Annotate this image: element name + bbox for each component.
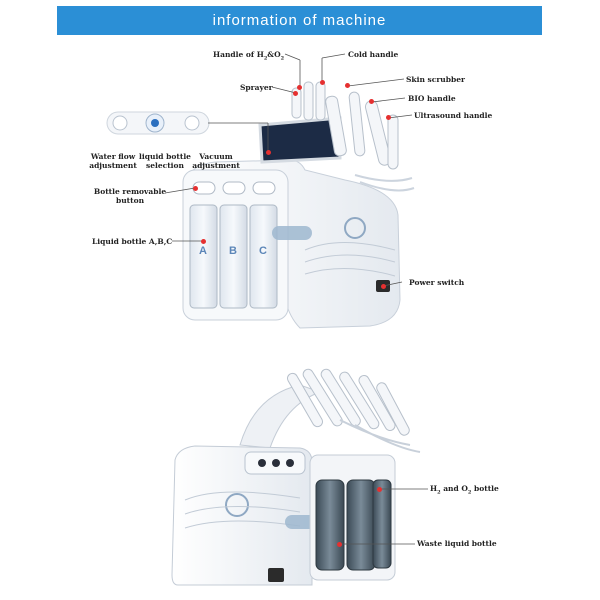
bottle-letter-a: A [199,245,207,257]
top-machine [106,81,415,329]
hotspot-bio-handle [369,99,374,104]
hotspot-ultrasound-handle [386,115,391,120]
bottle-release-buttons [192,181,276,195]
bottle-letter-c: C [259,245,267,257]
label-cold-handle: Cold handle [348,50,399,59]
knob-panel-detail [106,111,210,135]
label-waste-liquid-bottle: Waste liquid bottle [417,539,497,548]
label-handle-h2o2: Handle of H2&O2 [213,50,285,62]
leader-lines [164,53,428,545]
page-banner: information of machine [57,6,542,35]
touch-screen [258,116,342,164]
banner-title: information of machine [212,12,387,29]
hotspot-h2o2-bottle [377,487,382,492]
label-bio-handle: BIO handle [408,94,456,103]
hotspot-vacuum [266,150,271,155]
bottle-letter-b: B [229,245,237,257]
hotspot-bottle-button [193,186,198,191]
label-h2o2-bottle: H2 and O2 bottle [430,484,499,496]
hotspot-power-switch [381,284,386,289]
label-sprayer: Sprayer [240,83,273,92]
label-ultrasound-handle: Ultrasound handle [414,111,493,120]
bottom-machine [171,368,421,586]
dark-bottles [315,479,392,571]
hotspot-handle-h2o2 [297,85,302,90]
hotspot-liquid-bottle [201,239,206,244]
liquid-bottles-abc [189,204,278,309]
label-power-switch: Power switch [409,278,465,287]
hotspot-waste-bottle [337,542,342,547]
bottom-handles [287,368,410,436]
hotspot-sprayer [293,91,298,96]
hotspot-skin-scrubber [345,83,350,88]
top-handles [291,81,399,170]
top-machine-body [187,159,401,329]
label-liquid-bottle-abc: Liquid bottle A,B,C [92,237,173,246]
label-skin-scrubber: Skin scrubber [406,75,465,84]
hotspot-cold-handle [320,80,325,85]
